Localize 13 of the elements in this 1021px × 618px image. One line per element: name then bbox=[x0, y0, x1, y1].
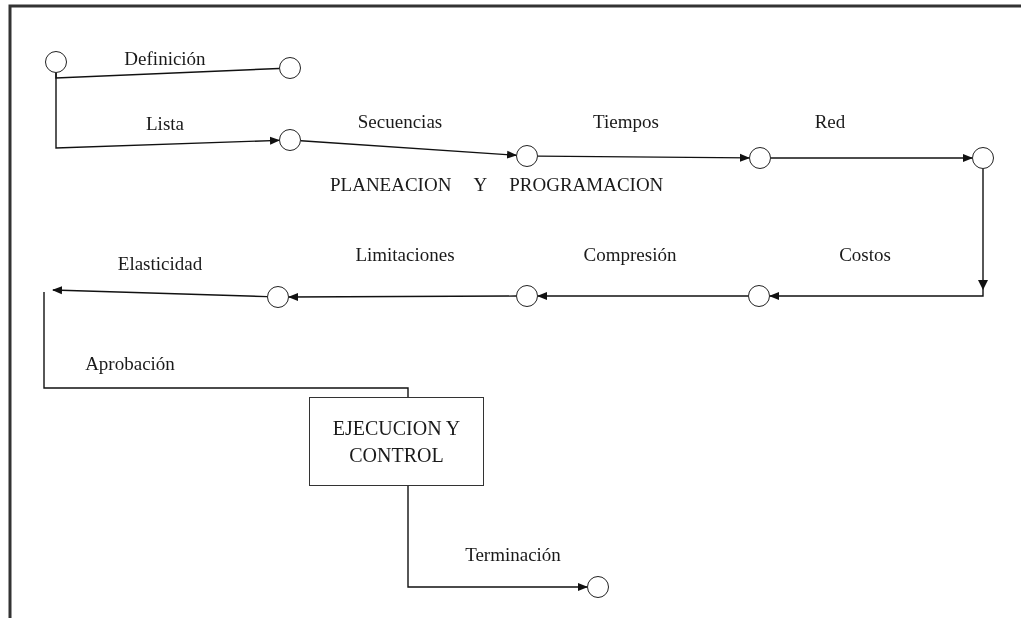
edge-label: Red bbox=[814, 110, 846, 134]
edge-label: Costos bbox=[839, 243, 891, 267]
edge-label: Aprobación bbox=[85, 352, 175, 376]
edge-label: Definición bbox=[124, 47, 206, 71]
section-label: PLANEACION Y PROGRAMACION bbox=[330, 173, 664, 197]
edge-label: Limitaciones bbox=[355, 243, 455, 267]
edge-label: Secuencias bbox=[357, 110, 443, 134]
edge-label: Lista bbox=[146, 112, 184, 136]
edge-label: Terminación bbox=[465, 543, 561, 567]
process-box: EJECUCION Y CONTROL bbox=[309, 397, 484, 486]
edge-label: Compresión bbox=[583, 243, 677, 267]
edge-label: Elasticidad bbox=[117, 252, 203, 276]
edge-label: Tiempos bbox=[593, 110, 659, 134]
